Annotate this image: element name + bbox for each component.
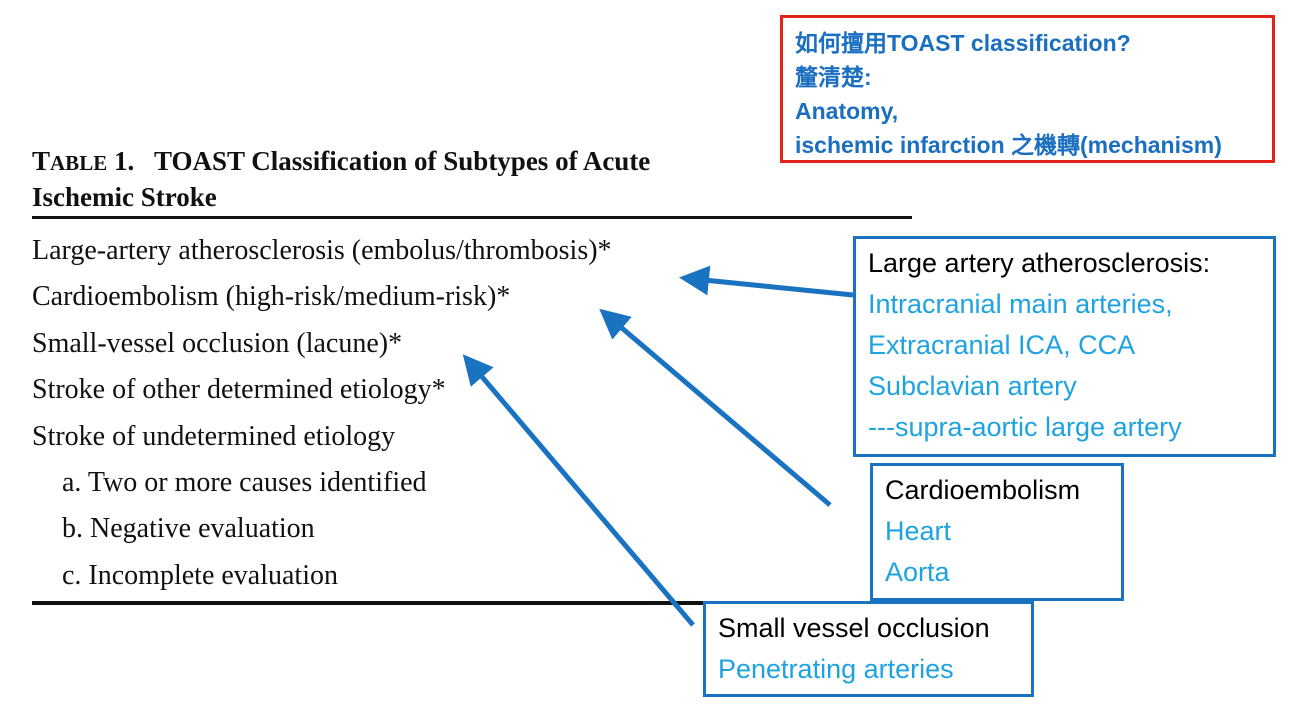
table-title: TABLE 1. TOAST Classification of Subtype… [32, 146, 651, 212]
table-bottom-rule [32, 601, 912, 605]
question-line-4: ischemic infarction 之機轉(mechanism) [795, 132, 1222, 158]
callout-small-vessel-heading: Small vessel occlusion [718, 613, 990, 643]
callout-large-artery: Large artery atherosclerosis: Intracrani… [853, 236, 1276, 457]
question-line-2: 釐清楚: [795, 64, 872, 90]
callout-cardioembolism-item: Aorta [885, 557, 950, 587]
arrow-small-vessel [462, 354, 695, 627]
question-box: 如何擅用TOAST classification? 釐清楚: Anatomy, … [780, 15, 1275, 163]
table-row-sub-c: c. Incomplete evaluation [62, 560, 338, 591]
callout-large-artery-item: Intracranial main arteries, [868, 289, 1173, 319]
callout-large-artery-heading: Large artery atherosclerosis: [868, 248, 1211, 278]
table-row-undetermined-etiology: Stroke of undetermined etiology [32, 421, 396, 452]
table-row-small-vessel: Small-vessel occlusion (lacune)* [32, 328, 403, 359]
table-row-sub-b: b. Negative evaluation [62, 513, 315, 544]
callout-cardioembolism: Cardioembolism Heart Aorta [870, 463, 1124, 601]
question-line-3: Anatomy, [795, 98, 899, 124]
callout-small-vessel-item: Penetrating arteries [718, 654, 954, 684]
table-row-large-artery: Large-artery atherosclerosis (embolus/th… [32, 235, 612, 266]
table-top-rule [32, 216, 912, 219]
callout-large-artery-item: Subclavian artery [868, 371, 1077, 401]
arrow-large-artery [679, 265, 854, 298]
question-line-1: 如何擅用TOAST classification? [795, 30, 1131, 56]
callout-small-vessel: Small vessel occlusion Penetrating arter… [703, 601, 1034, 697]
callout-large-artery-item: Extracranial ICA, CCA [868, 330, 1136, 360]
table-row-sub-a: a. Two or more causes identified [62, 467, 427, 498]
arrow-cardioembolism [599, 308, 832, 507]
callout-cardioembolism-heading: Cardioembolism [885, 475, 1081, 505]
callout-large-artery-item: ---supra-aortic large artery [868, 412, 1182, 442]
table-row-other-etiology: Stroke of other determined etiology* [32, 374, 446, 405]
table-row-cardioembolism: Cardioembolism (high-risk/medium-risk)* [32, 281, 511, 312]
callout-cardioembolism-item: Heart [885, 516, 952, 546]
